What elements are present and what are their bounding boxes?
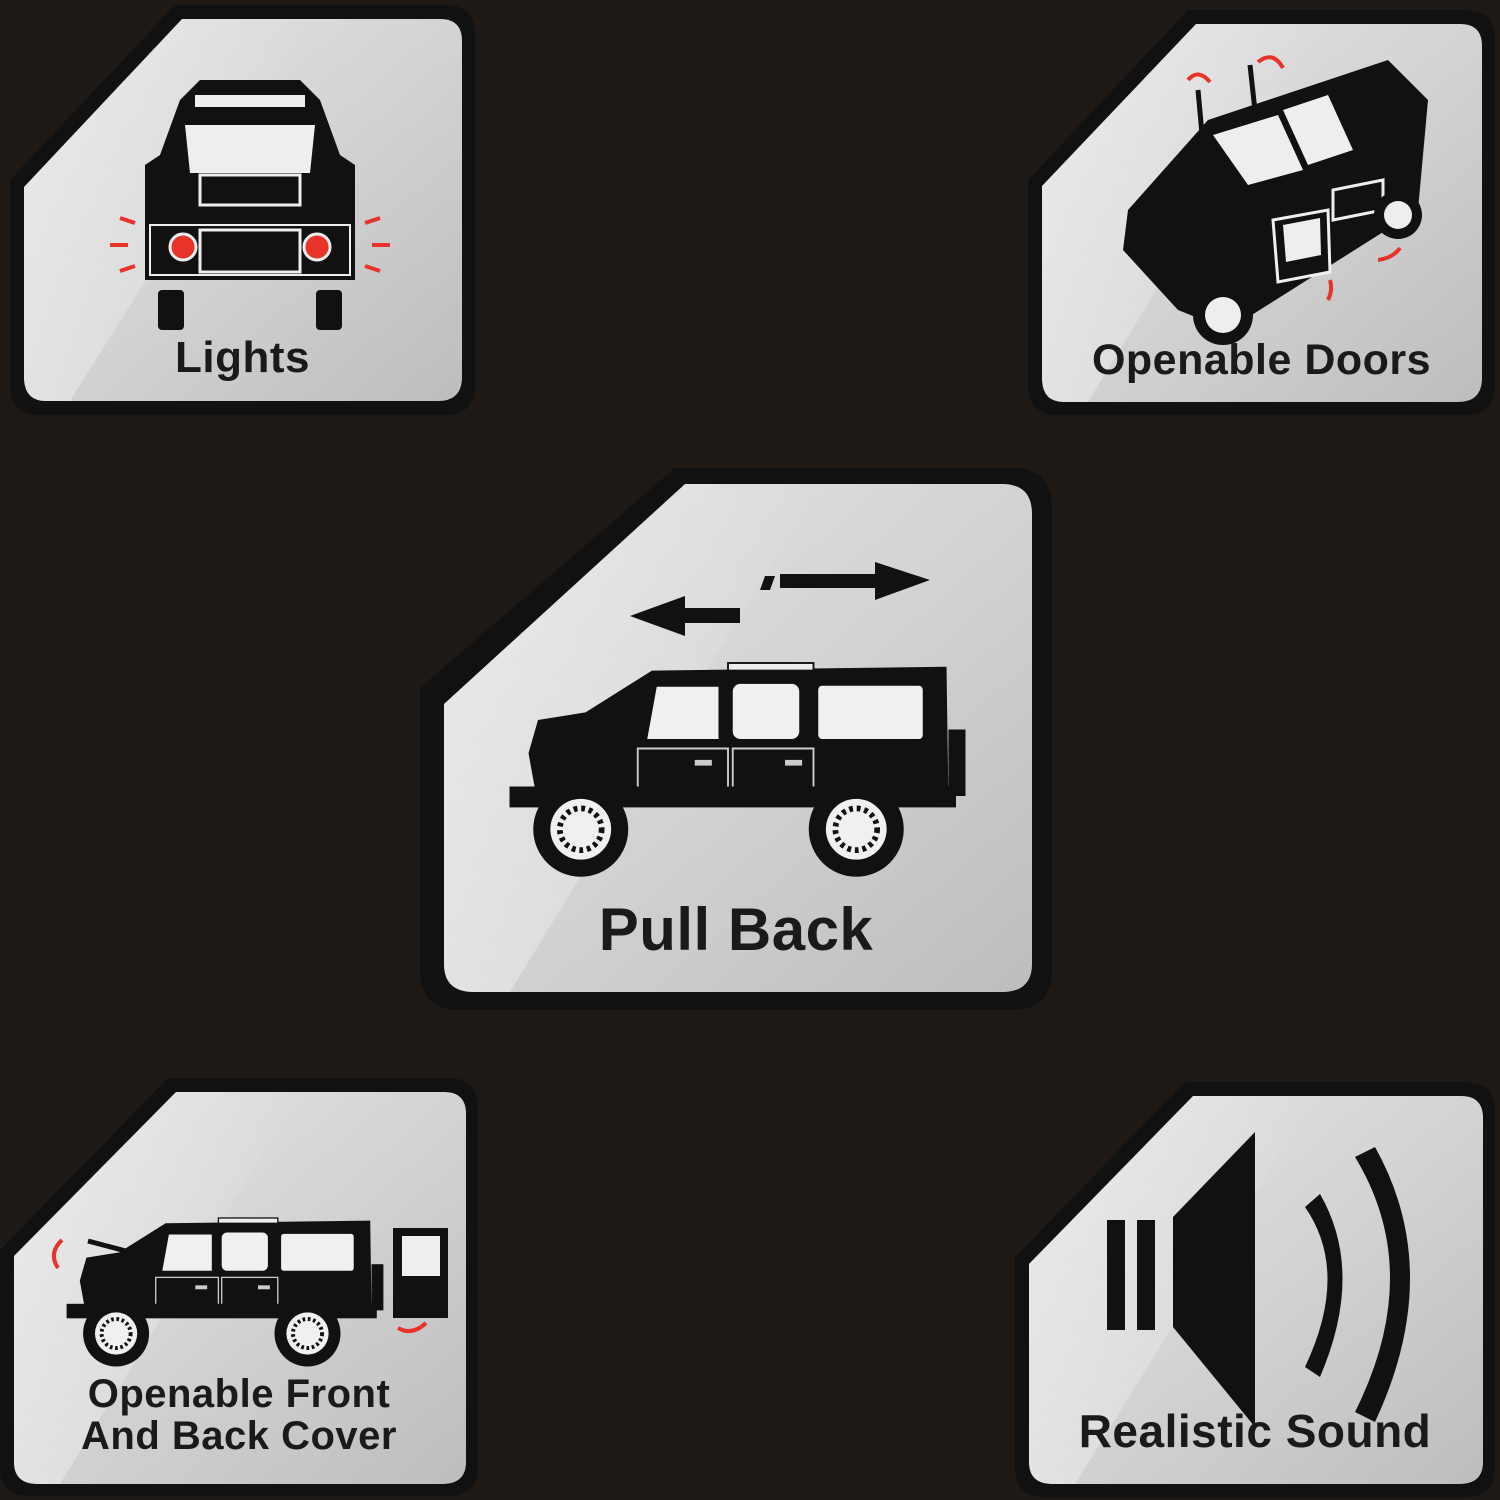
car-open-doors-icon xyxy=(1123,55,1428,345)
feature-label-line1: Openable Front xyxy=(87,1372,391,1416)
feature-badge-openable-doors: Openable Doors xyxy=(1028,10,1495,415)
feature-badge-openable-covers: Openable Front And Back Cover xyxy=(0,1078,478,1496)
feature-badge-pull-back: Pull Back xyxy=(420,468,1052,1010)
feature-label: Realistic Sound xyxy=(1078,1405,1432,1457)
feature-badge-realistic-sound: Realistic Sound xyxy=(1015,1082,1495,1497)
feature-label-two-line: Openable Front And Back Cover xyxy=(0,1373,478,1457)
speaker-icon xyxy=(1107,1132,1410,1427)
car-open-covers-icon xyxy=(51,1216,448,1369)
feature-label: Pull Back xyxy=(598,896,874,963)
car-pull-back-icon xyxy=(510,562,966,877)
feature-badge-lights: Lights xyxy=(10,5,475,415)
feature-label-line2: And Back Cover xyxy=(81,1414,397,1458)
car-front-lights-icon xyxy=(110,80,390,330)
feature-label: Lights xyxy=(175,333,310,382)
feature-label: Openable Doors xyxy=(1091,336,1432,384)
